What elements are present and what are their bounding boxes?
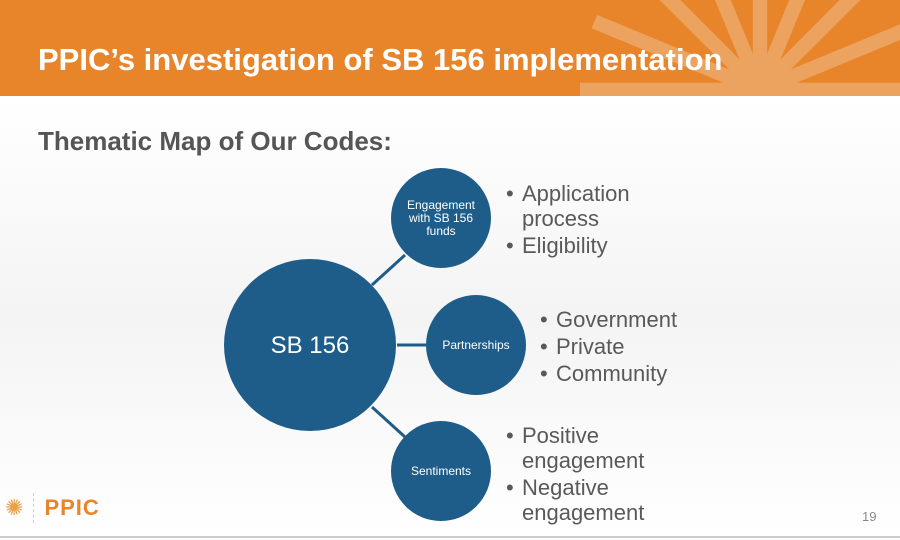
- bullet-item: Government: [540, 306, 720, 333]
- slide-subtitle: Thematic Map of Our Codes:: [38, 126, 392, 156]
- bullet-item: Positive engagement: [506, 423, 666, 473]
- title-bar: PPIC’s investigation of SB 156 implement…: [0, 0, 900, 96]
- bullet-item: Negative engagement: [506, 475, 666, 525]
- slide-title: PPIC’s investigation of SB 156 implement…: [38, 42, 723, 77]
- center-node: SB 156: [224, 259, 396, 431]
- page-number: 19: [862, 509, 877, 524]
- logo-text: PPIC: [44, 495, 100, 520]
- bullets-engagement: Application process Eligibility: [506, 181, 656, 258]
- divider: [0, 536, 900, 538]
- node-engagement: Engagement with SB 156 funds: [391, 168, 491, 268]
- bullets-sentiments: Positive engagement Negative engagement: [506, 423, 666, 525]
- bullets-partnerships: Government Private Community: [540, 306, 720, 387]
- sun-icon: ✺: [5, 495, 24, 520]
- bullet-item: Eligibility: [506, 233, 656, 258]
- node-sentiments: Sentiments: [391, 421, 491, 521]
- connector-bottom: [370, 405, 407, 439]
- bullet-item: Community: [540, 360, 720, 387]
- ppic-logo: ✺ PPIC: [5, 493, 100, 523]
- bullet-item: Application process: [506, 181, 656, 231]
- starburst-decoration: [580, 0, 900, 96]
- connector-top: [370, 253, 407, 287]
- bullet-item: Private: [540, 333, 720, 360]
- node-partnerships: Partnerships: [426, 295, 526, 395]
